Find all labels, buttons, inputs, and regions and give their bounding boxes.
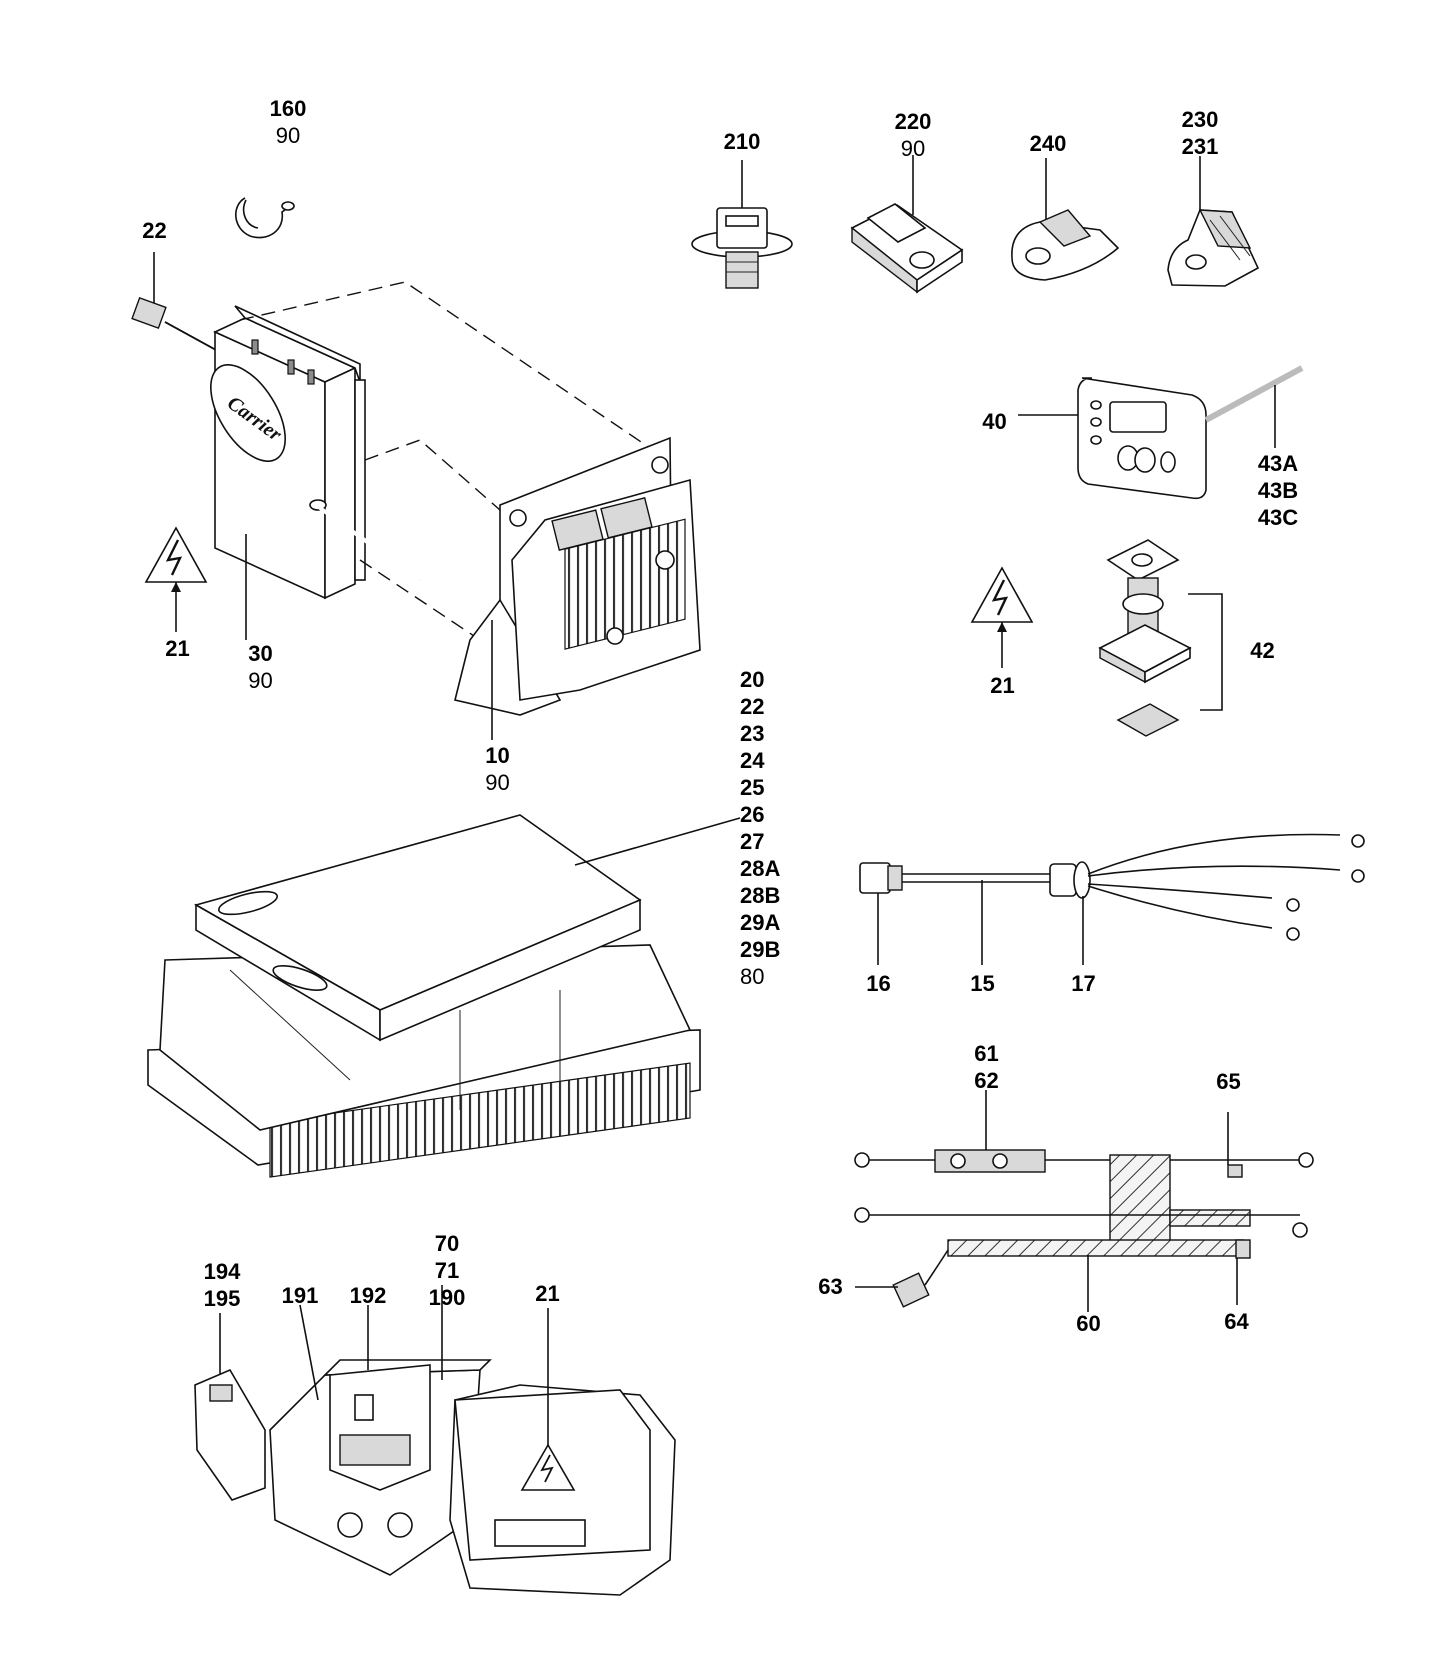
callout-line: 20: [740, 667, 765, 692]
callout-line: 43C: [1257, 505, 1299, 530]
callout-line: 30: [248, 641, 273, 666]
callout-line: 64: [1224, 1309, 1249, 1334]
callout-line: 63: [818, 1274, 843, 1299]
callout-line: 90: [900, 136, 926, 161]
callout-220: 220 90: [883, 108, 943, 162]
callout-15: 15: [960, 970, 1005, 997]
callout-line: 210: [723, 129, 761, 154]
callout-line: 71: [434, 1258, 460, 1283]
callout-line: 16: [866, 971, 891, 996]
warning-label-21-left: [144, 526, 208, 632]
callout-40: 40: [972, 408, 1017, 435]
callout-210: 210: [712, 128, 772, 155]
callout-10: 10 90: [475, 742, 520, 796]
callout-line: 220: [894, 109, 932, 134]
callout-line: 21: [535, 1281, 560, 1306]
callout-17: 17: [1061, 970, 1106, 997]
push-clip-210: [691, 160, 793, 289]
callout-line: 22: [740, 694, 765, 719]
callout-line: 70: [434, 1231, 460, 1256]
callout-21-left: 21: [155, 635, 200, 662]
callout-line: 22: [142, 218, 167, 243]
callout-line: 42: [1250, 638, 1275, 663]
callout-line: 231: [1181, 134, 1219, 159]
electrical-box-30: Carrier: [210, 305, 422, 640]
callout-22: 22: [132, 217, 177, 244]
callout-160: 160 90: [258, 95, 318, 149]
callout-60: 60: [1066, 1310, 1111, 1337]
callout-line: 90: [485, 770, 510, 795]
callout-line: 230: [1181, 107, 1219, 132]
callout-line: 240: [1029, 131, 1067, 156]
callout-240: 240: [1018, 130, 1078, 157]
callout-70: 70 71 190: [417, 1230, 477, 1311]
wire-harness-15: [859, 833, 1365, 965]
callout-line: 43A: [1257, 451, 1299, 476]
cable-clamp-160: [235, 197, 295, 239]
callout-line: 21: [990, 673, 1015, 698]
callout-63: 63: [808, 1273, 853, 1300]
callout-line: 26: [740, 802, 765, 827]
warning-label-21-right: [970, 566, 1034, 668]
callout-line: 17: [1071, 971, 1096, 996]
callout-line: 24: [740, 748, 765, 773]
callout-line: 195: [203, 1286, 241, 1311]
display-panel-40: [1018, 365, 1304, 500]
callout-line: 10: [485, 743, 510, 768]
callout-line: 190: [428, 1285, 466, 1310]
tie-mount-220: [850, 155, 964, 294]
callout-line: 29A: [740, 910, 781, 935]
callout-64: 64: [1214, 1308, 1259, 1335]
callout-230: 230 231: [1170, 106, 1230, 160]
callout-line: 191: [281, 1283, 319, 1308]
connector-22: [131, 252, 217, 351]
callout-20-list: 20 22 23 24 25 26 27 28A 28B 29A 29B 80: [740, 666, 800, 990]
callout-line: 28A: [740, 856, 781, 881]
callout-line: 160: [269, 96, 307, 121]
callout-194: 194 195: [192, 1258, 252, 1312]
callout-16: 16: [856, 970, 901, 997]
callout-21-bottom: 21: [525, 1280, 570, 1307]
main-controller-unit-20: [147, 814, 741, 1178]
callout-line: 192: [349, 1283, 387, 1308]
callout-65: 65: [1206, 1068, 1251, 1095]
callout-61: 61 62: [964, 1040, 1009, 1094]
callout-line: 43B: [1257, 478, 1299, 503]
callout-192: 192: [338, 1282, 398, 1309]
callout-line: 15: [970, 971, 995, 996]
callout-line: 62: [974, 1068, 999, 1093]
callout-line: 80: [740, 964, 765, 989]
controller-bracket-10: [239, 281, 701, 740]
callout-30: 30 90: [238, 640, 283, 694]
tie-mount-240: [1011, 158, 1120, 281]
callout-line: 28B: [740, 883, 781, 908]
clamp-bracket-230: [1167, 156, 1260, 287]
callout-191: 191: [270, 1282, 330, 1309]
mount-pedestal-42: [1098, 539, 1223, 737]
callout-line: 29B: [740, 937, 781, 962]
callout-line: 90: [248, 668, 273, 693]
callout-43: 43A 43B 43C: [1248, 450, 1308, 531]
callout-line: 25: [740, 775, 765, 800]
wire-harness-60: [854, 1090, 1314, 1312]
callout-line: 90: [275, 123, 301, 148]
callout-42: 42: [1240, 637, 1285, 664]
callout-21-right: 21: [980, 672, 1025, 699]
callout-line: 21: [165, 636, 190, 661]
callout-line: 23: [740, 721, 765, 746]
callout-line: 65: [1216, 1069, 1241, 1094]
contactor-assembly-190: [194, 1285, 676, 1596]
callout-line: 40: [982, 409, 1007, 434]
callout-line: 194: [203, 1259, 241, 1284]
callout-line: 60: [1076, 1311, 1101, 1336]
callout-line: 61: [974, 1041, 999, 1066]
callout-line: 27: [740, 829, 765, 854]
